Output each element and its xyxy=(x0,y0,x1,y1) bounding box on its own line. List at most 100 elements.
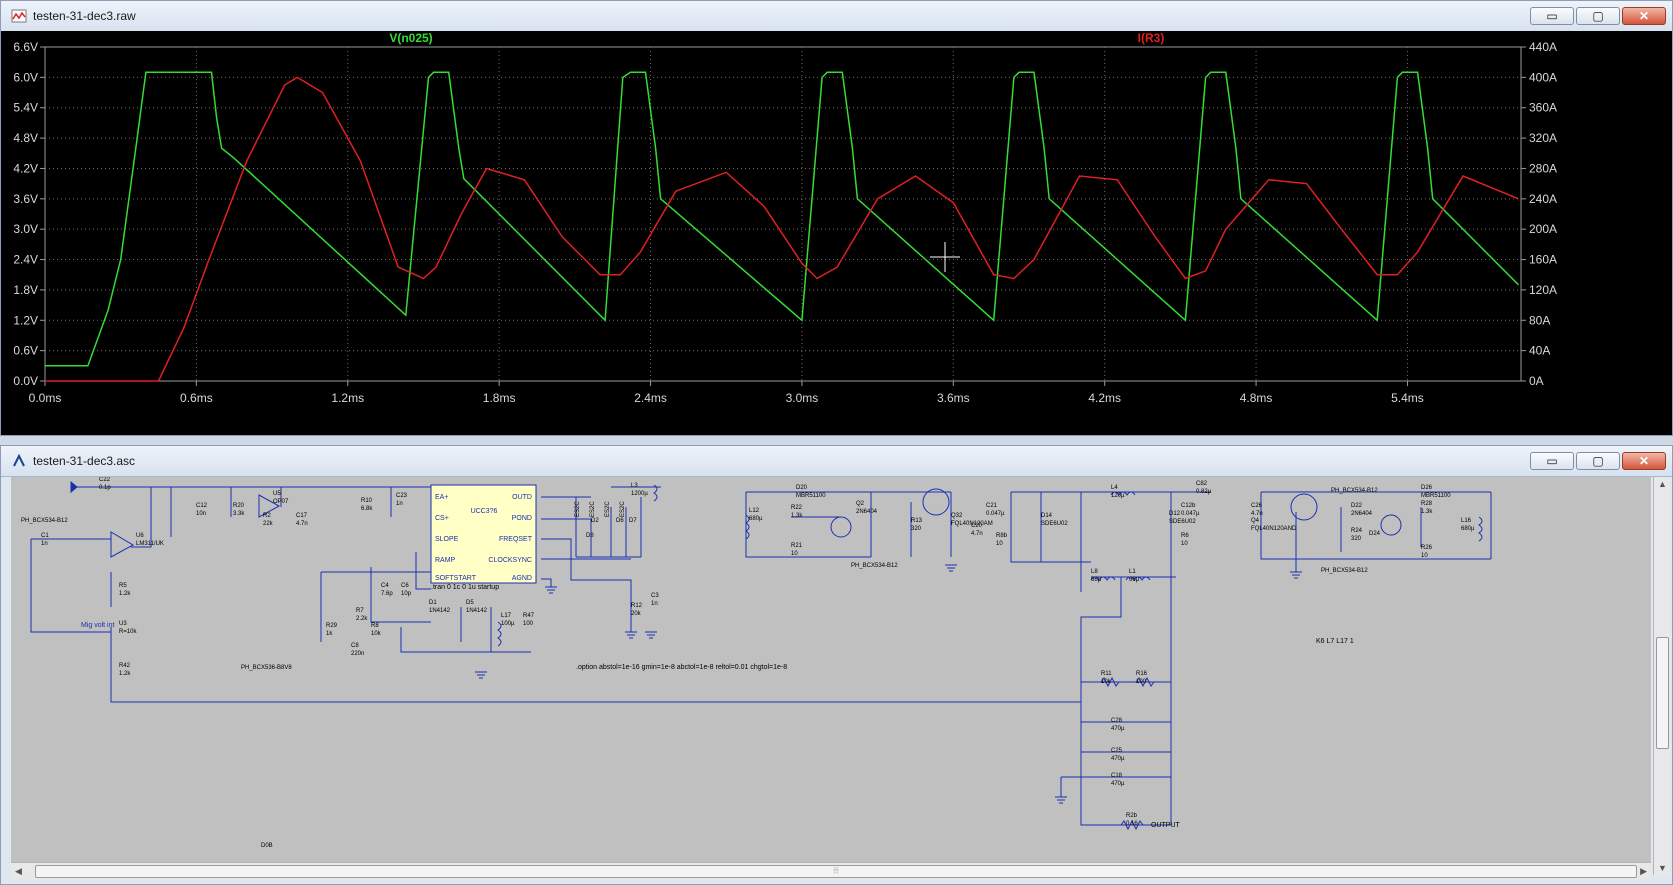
component-ref-label[interactable]: D0B xyxy=(261,843,273,849)
diode-bank-label[interactable]: ES2C xyxy=(575,501,581,517)
scroll-up-arrow-icon[interactable]: ▲ xyxy=(1658,479,1667,489)
component-value-label[interactable]: 680µ xyxy=(1461,526,1475,532)
subckt-label[interactable]: PH_BCX534-B12 xyxy=(851,563,898,569)
component-ref-label[interactable]: R8 xyxy=(371,623,379,629)
component-value-label[interactable]: 2N6404 xyxy=(1351,511,1373,517)
component-ref-label[interactable]: R29 xyxy=(326,623,338,629)
component-ref-label[interactable]: C18 xyxy=(1111,773,1123,779)
component-ref-label[interactable]: C20 xyxy=(971,523,983,529)
component-ref-label[interactable]: C12 xyxy=(196,503,208,509)
component-value-label[interactable]: MBR51100 xyxy=(796,493,826,499)
comparator-symbol[interactable] xyxy=(110,531,135,558)
component-ref-label[interactable]: L8 xyxy=(1091,569,1098,575)
component-ref-label[interactable]: R16 xyxy=(1136,671,1148,677)
schematic-window[interactable]: testen-31-dec3.asc ▭ ▢ ✕ xyxy=(0,445,1673,885)
component-ref-label[interactable]: D20 xyxy=(796,485,808,491)
component-value-label[interactable]: 10 xyxy=(1181,541,1188,547)
component-ref-label[interactable]: R20 xyxy=(233,503,245,509)
component-value-label[interactable]: LM311/UK xyxy=(136,541,164,547)
vertical-scrollbar-thumb[interactable] xyxy=(1656,637,1669,749)
component-ref-label[interactable]: C6 xyxy=(401,583,409,589)
component-value-label[interactable]: SDE6U02 xyxy=(1169,519,1196,525)
component-value-label[interactable]: 470µ xyxy=(1111,756,1125,762)
component-value-label[interactable]: 470µ xyxy=(1111,726,1125,732)
component-ref-label[interactable]: D24 xyxy=(1369,531,1381,537)
component-value-label[interactable]: 4.7n xyxy=(296,521,308,527)
opamp-symbol[interactable] xyxy=(258,494,281,518)
component-ref-label[interactable]: D14 xyxy=(1041,513,1053,519)
component-value-label[interactable]: 1.2k xyxy=(119,591,131,597)
component-value-label[interactable]: 10n xyxy=(196,511,206,517)
component-value-label[interactable]: 100 xyxy=(523,621,534,627)
component-ref-label[interactable]: C25 xyxy=(1111,748,1123,754)
component-value-label[interactable]: FQL40N120AND xyxy=(1251,526,1297,532)
tran-directive[interactable]: .tran 0 1c 0 1u startup xyxy=(431,584,499,591)
component-value-label[interactable]: MBR51100 xyxy=(1421,493,1451,499)
component-value-label[interactable]: 320 xyxy=(1351,536,1362,542)
component-ref-label[interactable]: L17 xyxy=(501,613,512,619)
component-value-label[interactable]: 3.3k xyxy=(233,511,245,517)
component-ref-label[interactable]: R2b xyxy=(1126,813,1138,819)
component-value-label[interactable]: 1k xyxy=(326,631,333,637)
component-value-label[interactable]: 66µ xyxy=(1129,577,1140,583)
component-ref-label[interactable]: C22 xyxy=(99,477,111,483)
maximize-button[interactable]: ▢ xyxy=(1576,7,1620,25)
diode-bank-label[interactable]: ES2C xyxy=(620,501,626,517)
subckt-label[interactable]: PH_BCX534-B12 xyxy=(1331,488,1378,494)
component-value-label[interactable]: OP07 xyxy=(273,499,289,505)
inductor-symbol[interactable] xyxy=(497,621,502,647)
component-value-label[interactable]: 1n xyxy=(41,541,48,547)
diode-bank-label[interactable]: ES2C xyxy=(590,501,596,517)
resistor-symbol[interactable] xyxy=(1120,819,1144,831)
component-value-label[interactable]: 470µ xyxy=(1111,781,1125,787)
component-ref-label[interactable]: R8b xyxy=(996,533,1008,539)
ucc-controller-ic[interactable] xyxy=(430,484,537,584)
component-ref-label[interactable]: R22 xyxy=(791,505,803,511)
component-value-label[interactable]: 1.3k xyxy=(791,513,803,519)
subckt-label[interactable]: PH_BCX536-B8V8 xyxy=(241,665,292,671)
resistor-symbol[interactable] xyxy=(1135,676,1155,688)
component-ref-label[interactable]: C23 xyxy=(396,493,408,499)
maximize-button[interactable]: ▢ xyxy=(1576,452,1620,470)
component-value-label[interactable]: 320 xyxy=(911,526,922,532)
waveform-titlebar[interactable]: testen-31-dec3.raw ▭ ▢ ✕ xyxy=(1,1,1672,32)
bjt-symbol[interactable] xyxy=(1380,514,1402,536)
component-ref-label[interactable]: L12 xyxy=(749,508,760,514)
schematic-drawing[interactable]: UCC3?6 EA+ CS+ SLOPE RAMP SOFTSTART OUTD… xyxy=(11,477,1651,862)
component-ref-label[interactable]: Q2 xyxy=(856,501,865,507)
component-value-label[interactable]: 1.2k xyxy=(119,671,131,677)
component-ref-label[interactable]: R47 xyxy=(523,613,535,619)
subckt-label[interactable]: PH_BCX534-B12 xyxy=(21,518,68,524)
component-value-label[interactable]: 20k xyxy=(631,611,642,617)
schematic-canvas[interactable]: UCC3?6 EA+ CS+ SLOPE RAMP SOFTSTART OUTD… xyxy=(11,477,1651,862)
component-value-label[interactable]: 66µ xyxy=(1091,577,1102,583)
scroll-down-arrow-icon[interactable]: ▼ xyxy=(1658,863,1667,873)
minimize-button[interactable]: ▭ xyxy=(1530,7,1574,25)
horizontal-scrollbar[interactable]: ◀ ⦙⦙⦙ ▶ xyxy=(11,862,1651,879)
component-value-label[interactable]: 0.047µ xyxy=(1181,511,1200,517)
component-ref-label[interactable]: R28 xyxy=(1421,501,1433,507)
component-value-label[interactable]: 4.7n xyxy=(971,531,983,537)
resistor-symbol[interactable] xyxy=(1100,676,1120,688)
component-ref-label[interactable]: D1 xyxy=(429,600,437,606)
mosfet-symbol[interactable] xyxy=(922,488,950,516)
option-directive[interactable]: .option abstol=1e-16 gmin=1e-8 abctol=1e… xyxy=(576,664,787,671)
component-value-label[interactable]: 0.1p xyxy=(99,485,111,491)
component-value-label[interactable]: 6.8k xyxy=(361,506,373,512)
component-value-label[interactable]: 10p xyxy=(401,591,412,597)
component-value-label[interactable]: 0.82µ xyxy=(1196,489,1212,495)
component-ref-label[interactable]: L4 xyxy=(1111,485,1118,491)
component-value-label[interactable]: 220n xyxy=(351,651,364,657)
close-button[interactable]: ✕ xyxy=(1622,7,1666,25)
component-value-label[interactable]: 1n xyxy=(396,501,403,507)
component-ref-label[interactable]: D8 xyxy=(586,533,594,539)
component-value-label[interactable]: 1N4142 xyxy=(466,608,488,614)
component-ref-label[interactable]: C4 xyxy=(381,583,389,589)
component-value-label[interactable]: 1n xyxy=(651,601,658,607)
output-net-label[interactable]: OUTPUT xyxy=(1151,822,1181,829)
component-ref-label[interactable]: R10 xyxy=(361,498,373,504)
component-ref-label[interactable]: C1 xyxy=(41,533,49,539)
component-ref-label[interactable]: C82 xyxy=(1196,481,1208,487)
